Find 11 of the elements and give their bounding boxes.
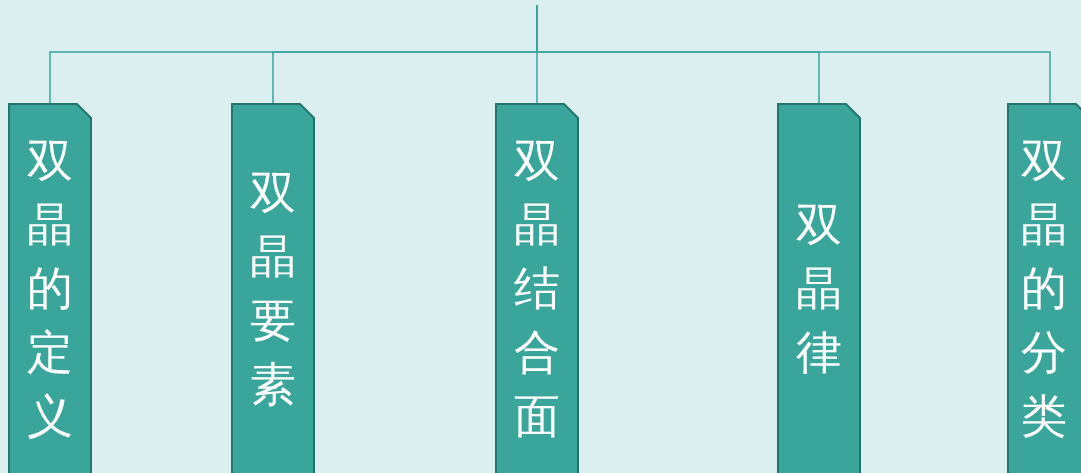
label-tab xyxy=(231,103,315,473)
tab-text: 双晶的定义 xyxy=(26,132,74,445)
label-tab xyxy=(495,103,579,473)
tab-text: 双晶的分类 xyxy=(1020,132,1068,445)
tab-text: 双晶要素 xyxy=(249,164,297,413)
label-tab xyxy=(8,103,92,473)
connector-line xyxy=(536,4,1051,104)
label-tab xyxy=(777,103,861,473)
tab-text: 双晶结合面 xyxy=(513,132,561,445)
label-tab xyxy=(1007,103,1081,473)
tab-text: 双晶律 xyxy=(795,196,843,381)
